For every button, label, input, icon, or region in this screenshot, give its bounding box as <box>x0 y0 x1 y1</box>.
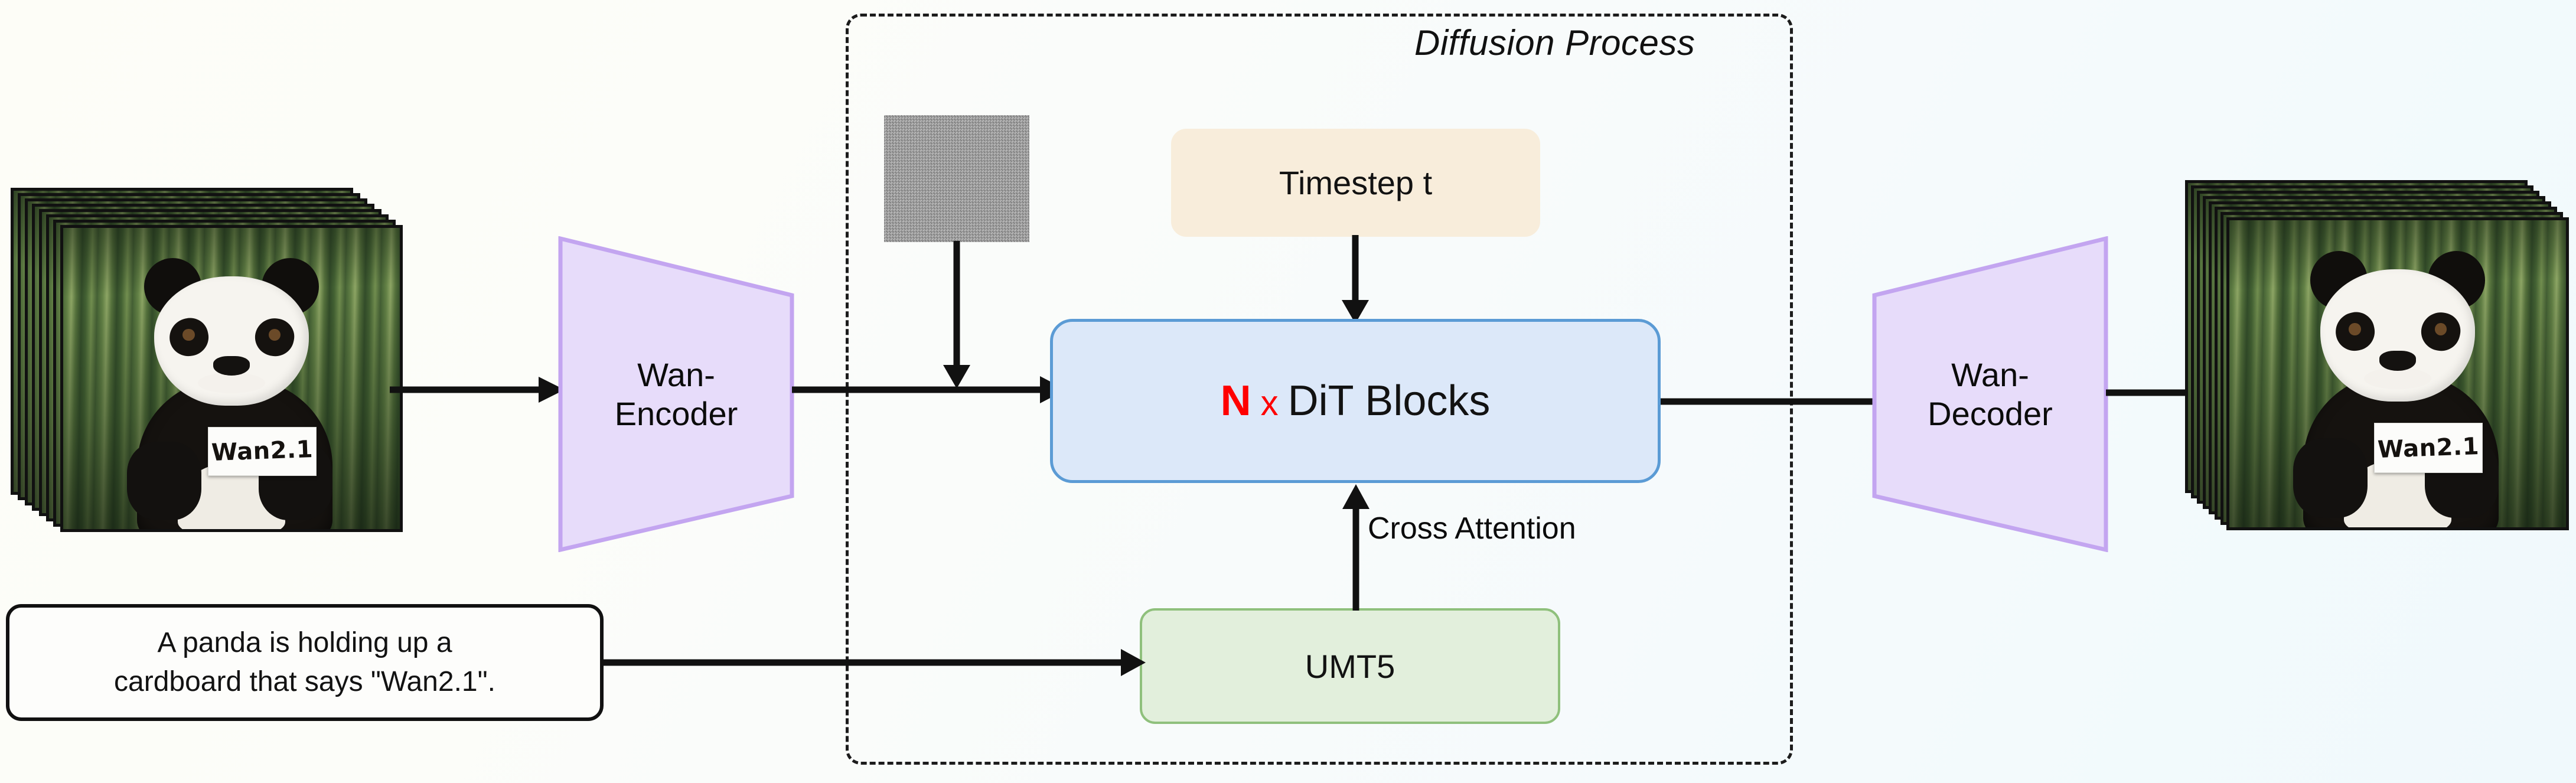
wan-decoder-block[interactable]: Wan- Decoder <box>1872 236 2108 552</box>
panda-sign-text: Wan2.1 <box>2377 432 2480 464</box>
prompt-line-1: A panda is holding up a <box>157 627 452 658</box>
panda-pupil-left <box>182 328 195 341</box>
panda-pupil-right <box>268 328 281 341</box>
input-video-frame-stack: Wan2.1 <box>11 188 403 532</box>
panda-pupil-right <box>2434 323 2447 335</box>
gaussian-noise-latent <box>884 115 1029 242</box>
output-video-frame-stack: Wan2.1 <box>2185 180 2569 534</box>
dit-repeat-count: N <box>1220 377 1251 425</box>
panda-arm-left <box>2293 438 2368 518</box>
timestep-label: Timestep t <box>1279 164 1433 201</box>
wan-decoder-shape <box>1872 236 2108 552</box>
dit-blocks-block[interactable]: N x DiT Blocks <box>1050 319 1661 483</box>
cross-attention-label: Cross Attention <box>1368 511 1576 546</box>
umt5-label: UMT5 <box>1305 647 1395 685</box>
panda-illustration: Wan2.1 <box>63 228 400 529</box>
arrow-input-to-encoder <box>390 377 561 403</box>
diffusion-process-label: Diffusion Process <box>1414 23 1695 63</box>
dit-multiply-symbol: x <box>1260 383 1279 423</box>
panda-pupil-left <box>2349 323 2361 335</box>
umt5-block[interactable]: UMT5 <box>1140 608 1560 724</box>
panda-arm-left <box>127 442 201 520</box>
panda-illustration: Wan2.1 <box>2229 220 2566 527</box>
frame-top-layer: Wan2.1 <box>2226 217 2569 530</box>
panda-sign-text: Wan2.1 <box>211 436 314 467</box>
panda-muzzle <box>2364 367 2431 389</box>
panda-sign: Wan2.1 <box>208 426 317 477</box>
wan-encoder-block[interactable]: Wan- Encoder <box>558 236 794 552</box>
wan-encoder-shape <box>558 236 794 552</box>
dit-blocks-label: DiT Blocks <box>1287 377 1491 425</box>
timestep-block[interactable]: Timestep t <box>1171 129 1540 237</box>
text-prompt-box[interactable]: A panda is holding up a cardboard that s… <box>6 604 604 721</box>
frame-top-layer: Wan2.1 <box>60 225 403 532</box>
panda-nose <box>2379 351 2417 371</box>
panda-nose <box>213 355 250 376</box>
panda-muzzle <box>198 372 265 394</box>
prompt-line-2: cardboard that says "Wan2.1". <box>114 666 495 697</box>
panda-sign: Wan2.1 <box>2374 423 2483 474</box>
